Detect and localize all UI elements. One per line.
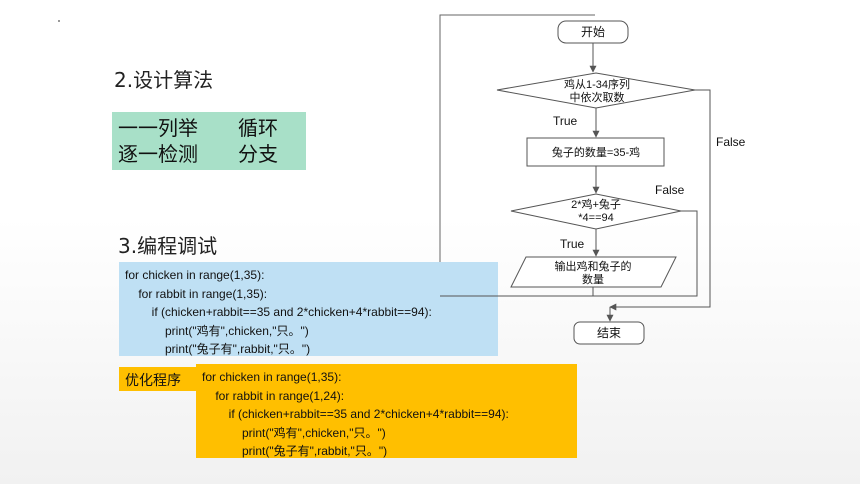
arrow-condition-false bbox=[440, 210, 698, 297]
loop-label-line1: 鸡从1-34序列 bbox=[564, 77, 630, 91]
decorative-dot bbox=[58, 20, 60, 22]
code-line: if (chicken+rabbit==35 and 2*chicken+4*r… bbox=[202, 407, 509, 421]
code-line: for chicken in range(1,35): bbox=[202, 370, 342, 384]
loop-back-line bbox=[439, 14, 595, 262]
optimized-code-block: for chicken in range(1,35): for rabbit i… bbox=[196, 364, 577, 458]
output-label-line1: 输出鸡和兔子的 bbox=[555, 259, 632, 273]
false-label-1: False bbox=[716, 135, 746, 149]
original-code-block: for chicken in range(1,35): for rabbit i… bbox=[119, 262, 498, 356]
condition-label-line2: *4==94 bbox=[578, 212, 613, 224]
code-line: if (chicken+rabbit==35 and 2*chicken+4*r… bbox=[125, 305, 432, 319]
process-node bbox=[526, 137, 665, 167]
algorithm-methods-box: 一一列举 循环 逐一检测 分支 bbox=[112, 112, 306, 170]
output-label-line2: 数量 bbox=[582, 273, 604, 286]
arrow-loop-false bbox=[609, 89, 711, 311]
method-check: 逐一检测 bbox=[118, 142, 198, 166]
process-label: 兔子的数量=35-鸡 bbox=[552, 145, 640, 159]
true-label-2: True bbox=[560, 237, 585, 251]
start-label: 开始 bbox=[581, 25, 605, 39]
code-line: print("鸡有",chicken,"只。") bbox=[125, 323, 309, 338]
loop-label-line2: 中依次取数 bbox=[570, 90, 625, 104]
code-line: for rabbit in range(1,35): bbox=[125, 286, 268, 301]
heading-programming-debug: 3.编程调试 bbox=[118, 234, 218, 258]
condition-label-line1: 2*鸡+兔子 bbox=[571, 197, 621, 211]
heading-design-algorithm: 2.设计算法 bbox=[114, 68, 214, 92]
end-label: 结束 bbox=[597, 326, 621, 340]
code-line: print("兔子有",rabbit,"只。") bbox=[125, 342, 311, 356]
code-line: for chicken in range(1,35): bbox=[125, 268, 265, 282]
true-label-1: True bbox=[553, 114, 578, 128]
output-node bbox=[510, 256, 677, 288]
end-node bbox=[573, 321, 645, 345]
code-line: print("鸡有",chicken,"只。") bbox=[202, 425, 386, 440]
code-line: print("兔子有",rabbit,"只。") bbox=[202, 444, 388, 458]
false-label-2: False bbox=[655, 183, 685, 197]
optimize-program-label: 优化程序 bbox=[119, 367, 196, 391]
method-enumerate: 一一列举 bbox=[118, 116, 198, 140]
method-branch: 分支 bbox=[238, 142, 278, 166]
code-line: for rabbit in range(1,24): bbox=[202, 388, 345, 403]
method-loop: 循环 bbox=[238, 116, 278, 140]
